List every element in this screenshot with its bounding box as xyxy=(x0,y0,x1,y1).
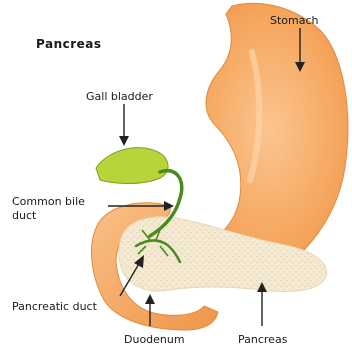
gall-bladder-label: Gall bladder xyxy=(86,90,153,103)
common-bile-duct-label-line2: duct xyxy=(12,209,36,222)
pancreatic-duct-label: Pancreatic duct xyxy=(12,300,97,313)
gall-bladder-shape xyxy=(96,148,168,184)
pancreas-label: Pancreas xyxy=(238,333,287,346)
common-bile-duct-label: Common bile xyxy=(12,195,85,208)
duodenum-label: Duodenum xyxy=(124,333,185,346)
diagram-title: Pancreas xyxy=(36,38,102,51)
stomach-label: Stomach xyxy=(270,14,319,27)
